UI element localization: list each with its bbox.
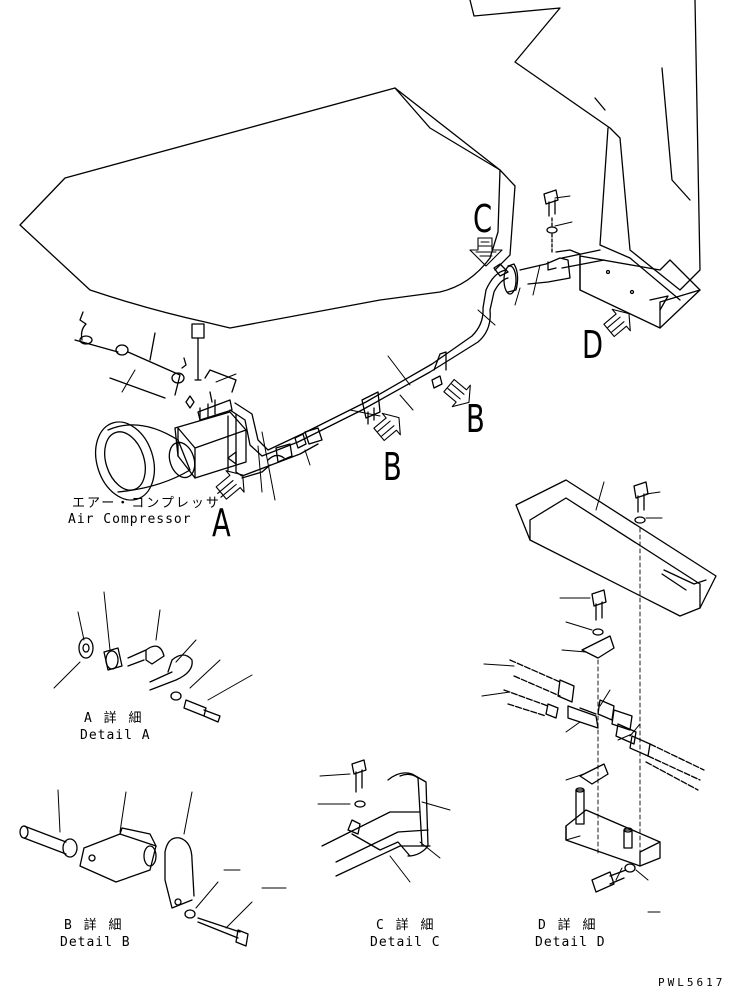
pipe-route xyxy=(227,249,701,479)
drawing-number: PWL5617 xyxy=(658,976,726,989)
detail-a-parts xyxy=(78,637,221,723)
detail-a-title-jp: A 詳 細 xyxy=(84,711,144,726)
air-compressor xyxy=(94,399,247,501)
detail-d-title-en: Detail D xyxy=(535,935,606,950)
detail-b-parts xyxy=(19,825,249,947)
callout-a-label: A xyxy=(212,501,231,545)
detail-c-leaders xyxy=(317,773,451,883)
detail-d-parts xyxy=(503,479,717,893)
detail-b-leaders xyxy=(57,789,287,929)
callout-b1-label: B xyxy=(466,397,485,441)
detail-d-leaders xyxy=(481,481,663,913)
detail-b-title-en: Detail B xyxy=(60,935,131,950)
detail-a-title-en: Detail A xyxy=(80,728,151,743)
detail-c-title-jp: C 詳 細 xyxy=(376,918,436,933)
detail-c-parts xyxy=(321,759,431,877)
view-arrows xyxy=(215,237,631,500)
leader-lines-main xyxy=(121,195,573,501)
detail-c-title-en: Detail C xyxy=(370,935,441,950)
detail-a-leaders xyxy=(53,591,253,701)
detail-b-title-jp: B 詳 細 xyxy=(64,918,124,933)
bolt-upper xyxy=(543,189,559,253)
compressor-label-en: Air Compressor xyxy=(68,512,192,527)
compressor-fittings xyxy=(74,311,237,409)
detail-d-title-jp: D 詳 細 xyxy=(538,918,598,933)
callout-d-label: D xyxy=(582,323,604,367)
compressor-label-jp: エアー・コンプレッサ xyxy=(72,496,221,511)
callout-b2-label: B xyxy=(383,445,402,489)
machine-body xyxy=(19,0,701,329)
callout-c-label: C xyxy=(473,197,493,241)
